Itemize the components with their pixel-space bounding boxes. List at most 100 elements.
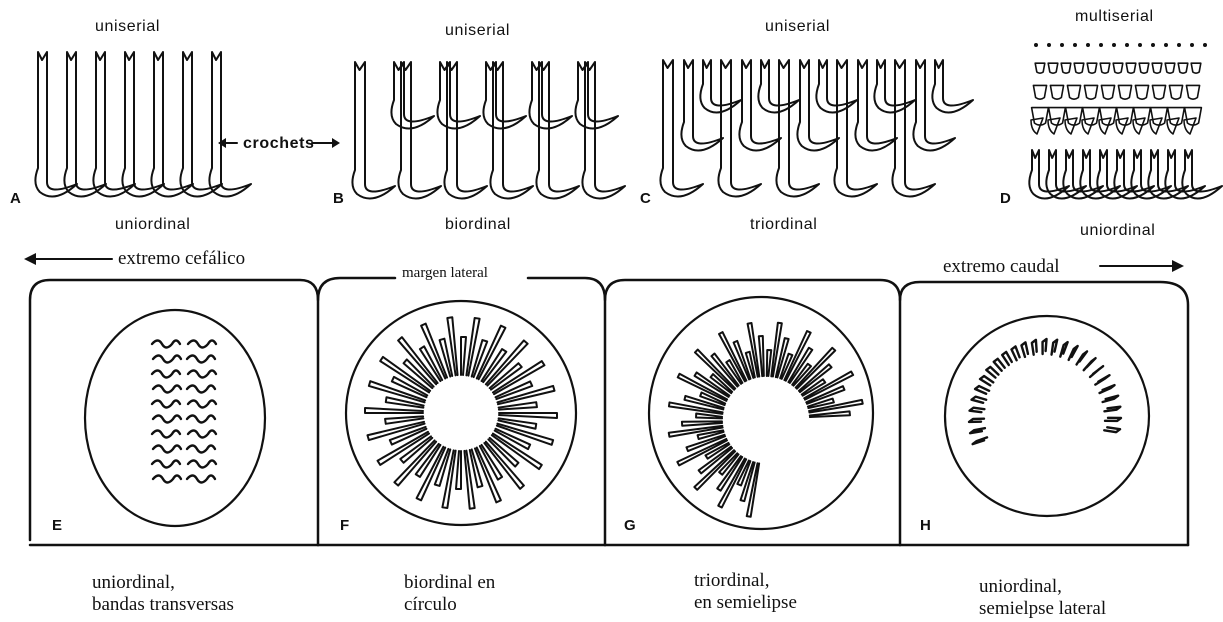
hook-small <box>1152 63 1162 73</box>
crochet-a <box>209 52 251 197</box>
label-uniordinal-a: uniordinal <box>115 216 190 234</box>
hook-small <box>1087 63 1097 73</box>
crochet-e-band-left <box>152 371 180 378</box>
hook-tiny <box>1112 43 1116 47</box>
crochet-h <box>1069 346 1078 360</box>
hook-tiny <box>1073 43 1077 47</box>
crochet-h <box>1002 352 1012 365</box>
hook-small <box>1186 85 1199 99</box>
crochet-a <box>64 52 106 197</box>
crochet-e-band-right <box>188 341 216 348</box>
caption-f: biordinal en círculo <box>404 572 495 616</box>
crochet-h <box>1103 396 1119 402</box>
crochet-b-long <box>352 62 395 199</box>
hook-heart <box>1082 118 1094 134</box>
crochet-h <box>1104 407 1120 412</box>
hook-small <box>1178 63 1188 73</box>
hook-heart <box>1099 118 1111 134</box>
panel-letter-g: G <box>624 517 636 534</box>
crochet-b-short <box>391 62 434 129</box>
hook-small <box>1100 63 1110 73</box>
crochet-h <box>980 376 993 385</box>
caudal-arrowhead <box>1172 260 1184 272</box>
hook-tiny <box>1034 43 1038 47</box>
crochet-b-short <box>483 62 526 129</box>
crochet-h <box>1011 346 1019 360</box>
crochet-e-band-right <box>187 476 215 483</box>
crochet-e-band-right <box>188 431 216 438</box>
crochet-f <box>499 413 557 418</box>
hook-small <box>1048 63 1058 73</box>
hook-small <box>1066 108 1083 126</box>
hook-small <box>1061 63 1071 73</box>
crochet-h <box>1090 366 1103 377</box>
hook-tiny <box>1203 43 1207 47</box>
crochet-e-band-left <box>153 476 181 483</box>
hook-tiny <box>1177 43 1181 47</box>
hook-small <box>1035 63 1045 73</box>
crochet-e-band-right <box>187 446 215 453</box>
crochet-a <box>93 52 135 197</box>
label-biordinal-b: biordinal <box>445 216 511 234</box>
crochet-e-band-right <box>188 371 216 378</box>
crochet-e-band-right <box>187 416 215 423</box>
hook-small <box>1033 85 1046 99</box>
crochet-b-short <box>529 62 572 129</box>
crochet-f <box>447 317 457 375</box>
label-cephalic-end: extremo cefálico <box>118 248 245 270</box>
hook-small <box>1049 108 1066 126</box>
crochet-f <box>365 408 423 413</box>
crochet-e-band-left <box>152 341 180 348</box>
crochet-e-band-left <box>153 356 181 363</box>
crochet-g <box>767 350 771 376</box>
panel-letter-b: B <box>333 190 344 207</box>
hook-heart <box>1167 118 1179 134</box>
hook-heart <box>1133 118 1145 134</box>
crochet-e-band-right <box>187 356 215 363</box>
hook-heart <box>1065 118 1077 134</box>
crochet-e-band-right <box>188 401 216 408</box>
label-triordinal-c: triordinal <box>750 216 817 234</box>
hook-small <box>1126 63 1136 73</box>
proleg-f-top <box>528 278 605 300</box>
crochet-a <box>180 52 222 197</box>
crochet-g <box>682 421 722 425</box>
crochet-e-band-left <box>153 416 181 423</box>
crochet-h <box>970 408 985 412</box>
cephalic-arrowhead <box>24 253 36 265</box>
crochet-b-short <box>575 62 618 129</box>
crochet-e-band-left <box>153 446 181 453</box>
crochet-h <box>975 386 989 394</box>
crochet-h <box>1043 339 1047 354</box>
hook-small <box>1169 85 1182 99</box>
panel-letter-a: A <box>10 190 21 207</box>
hook-heart <box>1184 118 1196 134</box>
crochet-h <box>1095 375 1109 384</box>
label-lateral-margin: margen lateral <box>402 265 488 282</box>
crochets-arrowhead-right <box>332 138 340 148</box>
panel-letter-e: E <box>52 517 62 534</box>
hook-heart <box>1116 118 1128 134</box>
hook-tiny <box>1060 43 1064 47</box>
panel-letter-c: C <box>640 190 651 207</box>
crochet-g <box>759 336 764 376</box>
caption-e: uniordinal, bandas transversas <box>92 572 234 616</box>
crochet-a <box>151 52 193 197</box>
crochet-h <box>970 428 985 433</box>
hook-tiny <box>1125 43 1129 47</box>
hook-small <box>1083 108 1100 126</box>
hook-tiny <box>1086 43 1090 47</box>
crochet-h <box>1084 358 1096 370</box>
caption-g: triordinal, en semielipse <box>694 570 797 614</box>
crochet-b-short <box>437 62 480 129</box>
crochet-h <box>1032 340 1037 355</box>
crochet-e-band-left <box>152 461 180 468</box>
caption-h: uniordinal, semielpse lateral <box>979 576 1106 620</box>
crochet-h <box>969 419 984 422</box>
hook-tiny <box>1164 43 1168 47</box>
panel-letter-f: F <box>340 517 349 534</box>
label-multiserial-d: multiserial <box>1075 8 1154 26</box>
panel-letter-d: D <box>1000 190 1011 207</box>
crochet-f <box>461 337 466 375</box>
